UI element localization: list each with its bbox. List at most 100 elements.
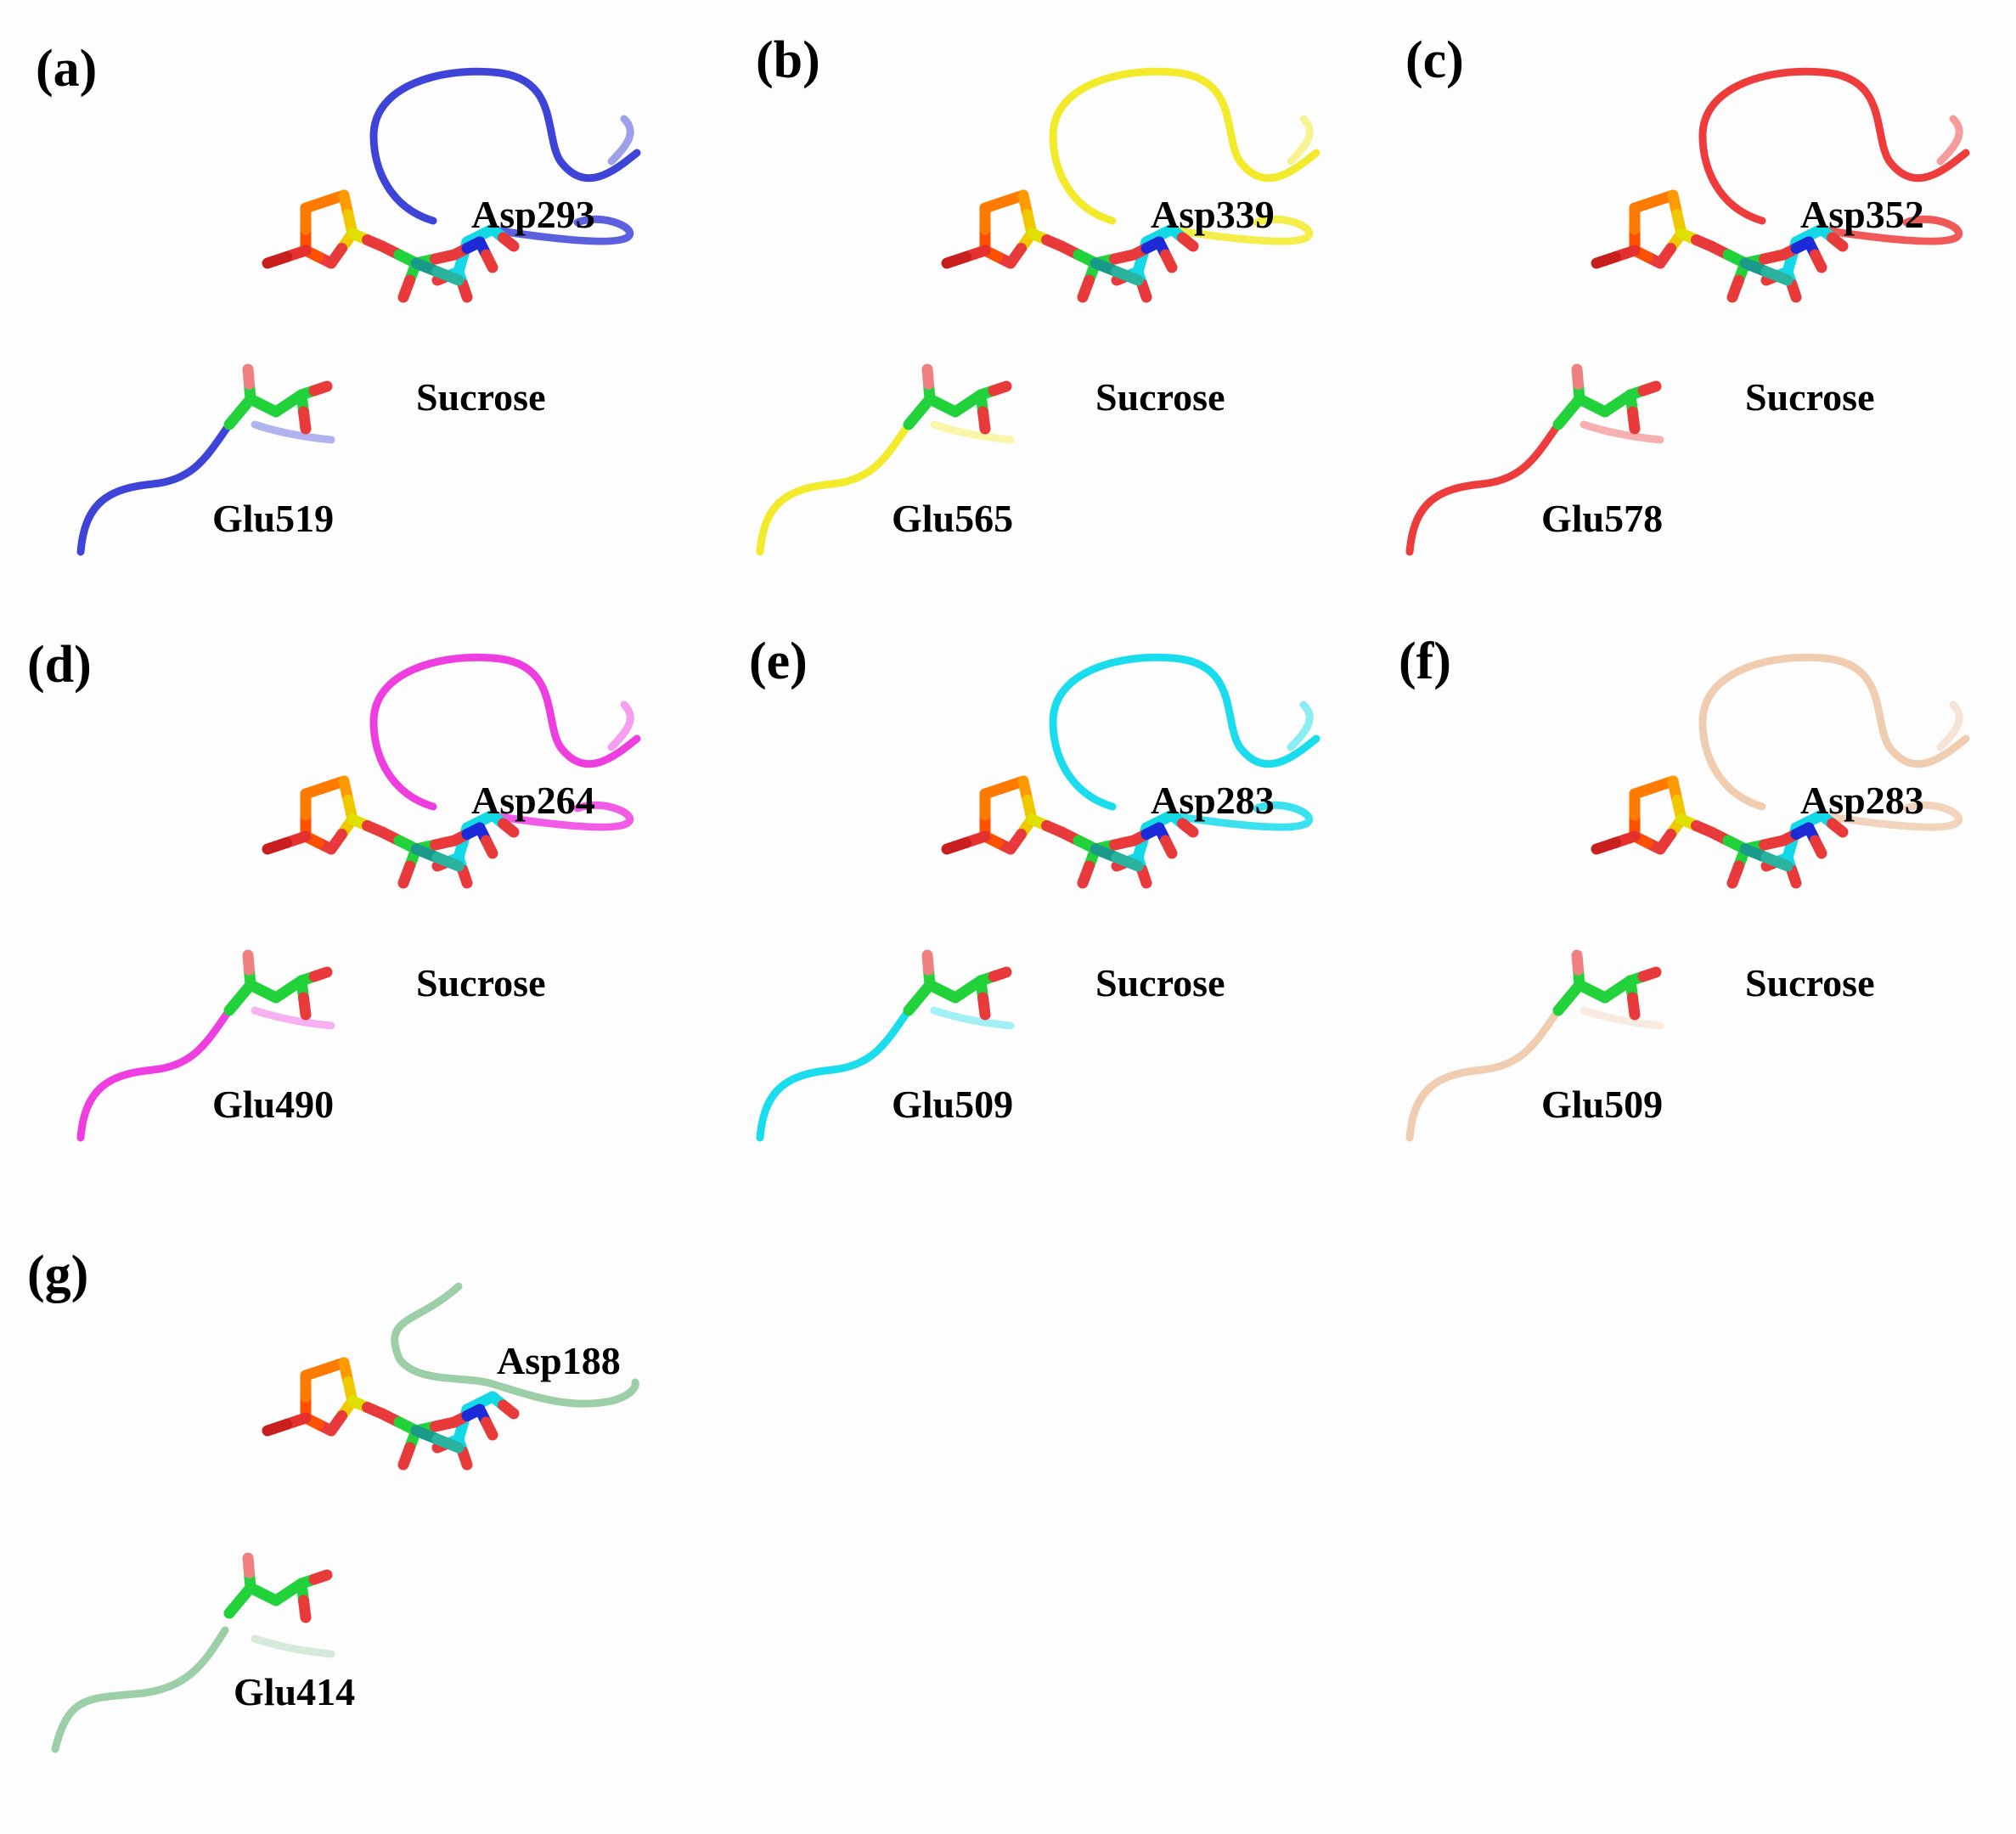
glu-stick xyxy=(1571,363,1584,390)
panel-f-label: (f) xyxy=(1399,633,1451,690)
top-backbone-loop xyxy=(369,653,641,811)
sucrose-stick xyxy=(1160,249,1178,273)
sucrose-stick xyxy=(481,249,498,273)
asp352-label: Asp352 xyxy=(1800,193,1924,236)
sucrose-label: Sucrose xyxy=(1095,961,1225,1004)
asp339-label: Asp339 xyxy=(1151,193,1275,236)
sucrose-stick xyxy=(397,860,415,889)
glu-stick xyxy=(308,380,333,397)
top-backbone-fade xyxy=(607,700,634,751)
bottom-backbone-fade xyxy=(930,1006,1015,1030)
top-backbone-tail xyxy=(1813,801,1963,831)
panel-b-structure xyxy=(756,67,1321,556)
asp-stick xyxy=(457,1446,473,1471)
glu-stick xyxy=(921,949,934,976)
top-backbone-tail xyxy=(1163,801,1314,831)
bottom-backbone-fade xyxy=(251,1634,335,1658)
sucrose-stick xyxy=(262,837,292,855)
panel-g-structure xyxy=(51,1282,639,1753)
asp-stick xyxy=(457,864,473,889)
sucrose-stick xyxy=(1077,274,1095,303)
sucrose-stick xyxy=(431,266,465,286)
asp-stick xyxy=(1177,818,1199,838)
panel-d-structure xyxy=(76,653,641,1142)
top-backbone-loop xyxy=(1698,653,1970,811)
panel-a: (a) Asp293 Sucrose Glu519 xyxy=(17,25,679,620)
asp-stick xyxy=(498,818,520,838)
top-backbone-loop xyxy=(1049,67,1321,225)
glu414-label: Glu414 xyxy=(234,1670,356,1713)
glu509-label: Glu509 xyxy=(892,1083,1014,1126)
glu578-label: Glu578 xyxy=(1541,497,1664,540)
bottom-backbone-fade xyxy=(1580,1006,1664,1030)
asp-stick xyxy=(1786,278,1802,303)
bottom-backbone-fade xyxy=(251,420,335,444)
sucrose-stick xyxy=(1810,835,1827,859)
glu-stick xyxy=(1637,966,1662,982)
asp-stick xyxy=(1177,232,1199,252)
asp-stick xyxy=(1827,818,1849,838)
glu-stick xyxy=(1637,380,1662,397)
sucrose-stick xyxy=(1726,860,1744,889)
asp264-label: Asp264 xyxy=(471,779,595,822)
top-backbone-fade xyxy=(1936,700,1963,751)
panel-d: (d) Asp264 Sucrose Glu490 xyxy=(17,611,679,1206)
sucrose-stick xyxy=(1591,837,1621,855)
bottom-backbone-fade xyxy=(251,1006,335,1030)
glu-stick xyxy=(988,966,1012,982)
glu519-label: Glu519 xyxy=(212,497,335,540)
asp188-label: Asp188 xyxy=(497,1339,621,1382)
glu-stick xyxy=(1627,406,1641,435)
top-backbone-fade xyxy=(1287,115,1314,166)
asp-stick xyxy=(457,278,473,303)
sucrose-stick xyxy=(397,274,415,303)
glu-stick xyxy=(298,406,312,435)
glu-stick xyxy=(242,949,255,976)
glu-stick xyxy=(1627,992,1641,1021)
sucrose-stick xyxy=(1760,266,1794,286)
panel-a-structure xyxy=(76,67,641,556)
asp-stick xyxy=(1136,864,1152,889)
sucrose-stick xyxy=(1726,274,1744,303)
sucrose-stick xyxy=(941,251,971,269)
glu-stick xyxy=(242,1552,255,1578)
top-backbone-tail xyxy=(1813,215,1963,245)
sucrose-stick xyxy=(1111,852,1144,872)
asp-stick xyxy=(1786,864,1802,889)
bottom-backbone-loop xyxy=(51,1626,229,1753)
bottom-backbone-loop xyxy=(756,1006,913,1142)
glu-stick xyxy=(308,966,333,982)
top-backbone-loop xyxy=(1698,67,1970,225)
panel-c-label: (c) xyxy=(1405,31,1464,89)
glu-stick xyxy=(242,363,255,390)
panel-f: (f) Asp283 Sucrose Glu509 xyxy=(1346,611,2008,1206)
sucrose-stick xyxy=(262,1419,292,1437)
sucrose-stick xyxy=(1111,266,1144,286)
figure: (a) Asp293 Sucrose Glu519 (b) Asp339 Suc… xyxy=(17,25,2008,1753)
asp-stick xyxy=(498,232,520,252)
asp293-label: Asp293 xyxy=(471,193,595,236)
asp283-label: Asp283 xyxy=(1800,779,1924,822)
glu-stick xyxy=(977,992,991,1021)
sucrose-label: Sucrose xyxy=(416,375,546,419)
panel-e-structure xyxy=(756,653,1321,1142)
panel-c-structure xyxy=(1405,67,1970,556)
sucrose-stick xyxy=(262,251,292,269)
glu-stick xyxy=(298,1595,312,1623)
bottom-backbone-loop xyxy=(76,420,234,556)
panel-b-label: (b) xyxy=(756,31,820,89)
bottom-backbone-loop xyxy=(1405,1006,1563,1142)
sucrose-stick xyxy=(431,852,465,872)
bottom-backbone-loop xyxy=(756,420,913,556)
sucrose-label: Sucrose xyxy=(1745,961,1875,1004)
bottom-backbone-loop xyxy=(76,1006,234,1142)
sucrose-stick xyxy=(941,837,971,855)
glu509-label: Glu509 xyxy=(1541,1083,1664,1126)
panel-e-label: (e) xyxy=(749,633,808,690)
glu-stick xyxy=(1571,949,1584,976)
sucrose-label: Sucrose xyxy=(1095,375,1225,419)
panel-e: (e) Asp283 Sucrose Glu509 xyxy=(696,611,1359,1206)
top-backbone-loop xyxy=(1049,653,1321,811)
glu-stick xyxy=(977,406,991,435)
sucrose-label: Sucrose xyxy=(416,961,546,1004)
